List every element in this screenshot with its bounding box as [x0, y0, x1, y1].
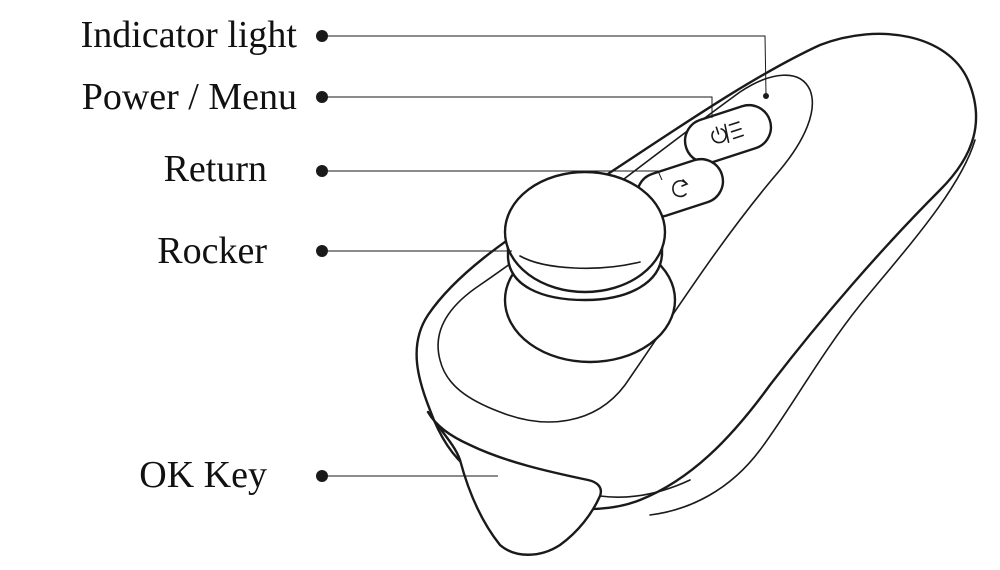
remote-side-edge [649, 139, 976, 516]
ok-key-seam [599, 479, 691, 499]
rocker-cap [503, 170, 667, 294]
power-menu-button-shape [683, 104, 773, 164]
rocker [503, 170, 677, 364]
leader-return [316, 165, 663, 181]
rocker-label: Rocker [157, 230, 267, 272]
leader-indicator-light [316, 30, 767, 95]
remote-body [415, 32, 978, 556]
rocker-cap-rim [519, 255, 641, 270]
power-menu-glyph-icon [711, 121, 744, 144]
power-menu-label: Power / Menu [81, 76, 297, 118]
indicator-light-dot [763, 93, 769, 99]
return-arrow-icon [672, 180, 687, 198]
return-label: Return [163, 148, 267, 190]
leader-lines [316, 30, 767, 482]
ok-key-label: OK Key [139, 454, 267, 496]
leader-power-menu [316, 91, 713, 118]
indicator-light-label: Indicator light [80, 14, 297, 56]
ok-key-trigger [426, 410, 602, 556]
leader-ok-key [316, 470, 498, 482]
power-menu-button [683, 104, 773, 164]
leader-rocker [316, 245, 512, 257]
return-arrowhead [681, 179, 689, 187]
